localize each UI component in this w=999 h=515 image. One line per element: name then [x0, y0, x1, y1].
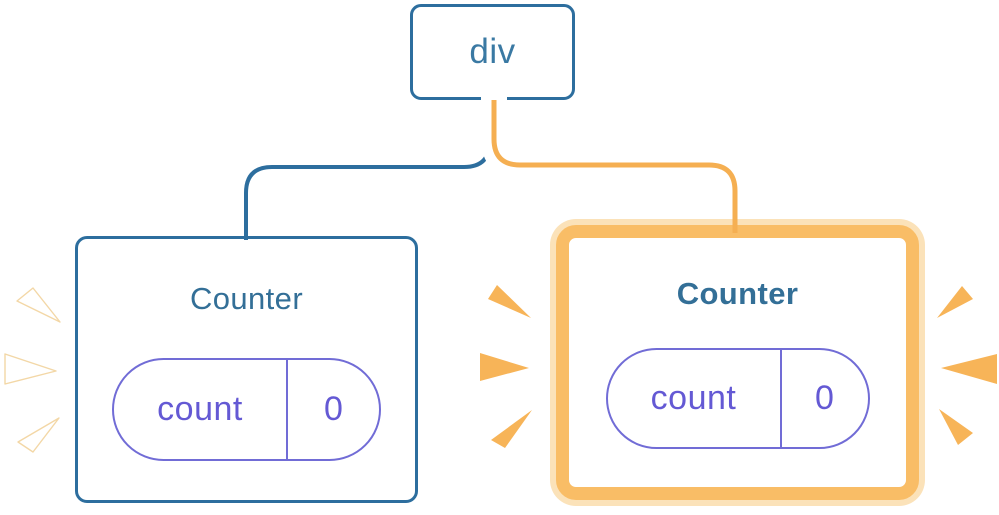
edge-to-left-counter: [244, 99, 492, 240]
left-counter-title: Counter: [189, 281, 304, 316]
right-counter-card: Counter count 0: [556, 225, 919, 500]
right-state-value: 0: [779, 350, 868, 447]
white-spark-icon: [16, 287, 61, 323]
orange-spark-icon: [941, 354, 997, 384]
highlighted-edge-casing: [481, 94, 748, 219]
right-counter-title: Counter: [676, 276, 799, 311]
orange-spark-icon: [480, 353, 529, 381]
orange-spark-icon: [939, 409, 973, 445]
right-counter-state-pill: count 0: [605, 348, 870, 449]
left-counter-state-pill: count 0: [112, 358, 381, 461]
orange-spark-icon: [488, 285, 531, 318]
edge-to-right-counter: [491, 100, 738, 233]
root-node-div: div: [410, 4, 575, 100]
white-spark-icon: [17, 417, 60, 453]
orange-spark-icon: [937, 286, 973, 318]
root-node-label: div: [469, 32, 516, 71]
white-spark-icon: [4, 353, 57, 385]
left-counter-card: Counter count 0: [75, 236, 418, 503]
orange-spark-icon: [491, 410, 532, 448]
left-state-value: 0: [286, 360, 379, 459]
right-state-key: count: [650, 379, 737, 417]
left-state-key: count: [157, 390, 243, 428]
